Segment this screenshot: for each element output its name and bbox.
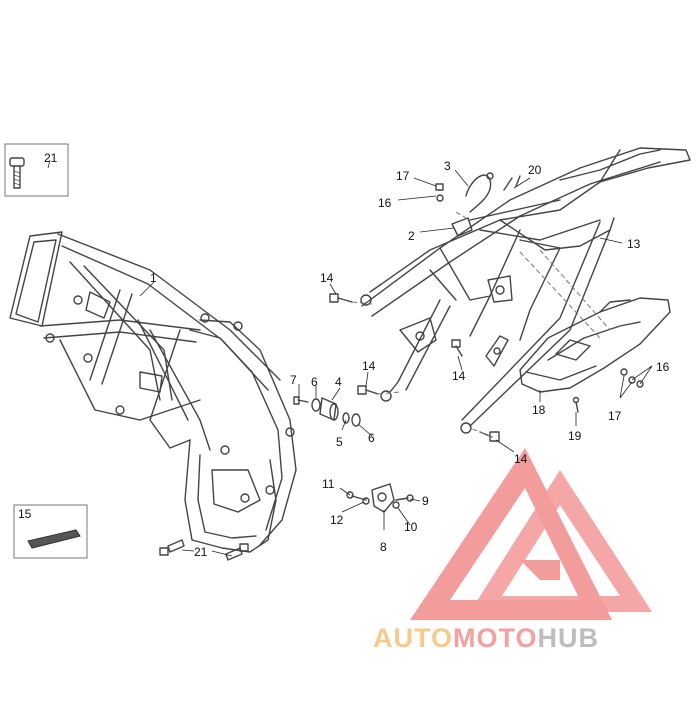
screw-19-icon [572, 396, 580, 413]
screw-20-icon [503, 175, 521, 191]
inset-box-bolt [4, 143, 69, 197]
bracket-8-icon [371, 483, 395, 513]
callout-14-lower: 14 [514, 452, 528, 466]
watermark-moto: MOTO [453, 623, 538, 653]
bracket-plate-icon [485, 335, 509, 367]
callout-15: 15 [18, 507, 32, 521]
rear-subframe [360, 147, 691, 434]
callout-3: 3 [444, 159, 451, 173]
frame-bolt-right-icon [225, 543, 249, 561]
assembly-dashed-lines [351, 211, 611, 438]
callout-14-right: 14 [452, 369, 466, 383]
callout-14-upper: 14 [320, 271, 334, 285]
main-frame [9, 231, 297, 553]
nut-6-icon [351, 413, 361, 427]
callout-4: 4 [335, 375, 342, 389]
callout-14-mid: 14 [362, 359, 376, 373]
callout-21-box: 21 [44, 151, 58, 165]
callout-6-upper: 6 [311, 375, 318, 389]
bolt-14-mid-icon [357, 385, 379, 395]
callout-18: 18 [532, 403, 546, 417]
leader-lines [47, 159, 653, 557]
foam-pad-icon [27, 529, 81, 549]
washer-5-icon [342, 412, 350, 424]
callout-11: 11 [322, 477, 335, 491]
callout-8: 8 [380, 540, 387, 554]
watermark-auto: AUTO [373, 623, 453, 653]
callout-7: 7 [290, 373, 297, 387]
callout-20: 20 [528, 163, 542, 177]
callout-13: 13 [627, 237, 641, 251]
callout-1: 1 [150, 271, 157, 285]
callout-2: 2 [408, 229, 415, 243]
callout-5: 5 [336, 435, 343, 449]
bushing-6-icon [311, 398, 321, 412]
rear-tray-18 [519, 297, 671, 393]
callout-17-top: 17 [396, 169, 410, 183]
callout-21-frame: 21 [194, 545, 208, 559]
callout-19: 19 [568, 429, 582, 443]
spacer-4-icon [319, 397, 339, 421]
callout-16-right: 16 [656, 360, 670, 374]
washer-16-top-icon [436, 194, 444, 202]
bolt-icon [9, 157, 25, 189]
cable-3-icon [465, 172, 494, 213]
callout-9: 9 [422, 494, 429, 508]
mount-bolt-7-icon [293, 396, 309, 405]
callout-numbers: 1 21 2 3 4 5 6 6 7 8 9 10 11 12 13 14 14… [18, 151, 670, 559]
watermark-hub: HUB [538, 623, 600, 653]
callout-16-top: 16 [378, 196, 392, 210]
washer-10-icon [392, 501, 400, 509]
callout-12: 12 [330, 513, 344, 527]
washer-12-icon [362, 497, 370, 505]
watermark-text: AUTOMOTOHUB [373, 623, 599, 653]
screw-9-icon [395, 494, 414, 502]
watermark-logo [410, 448, 652, 620]
fasteners-16-17-icon [620, 368, 644, 388]
callout-17-right: 17 [608, 409, 622, 423]
frame-bolt-left-icon [159, 539, 185, 556]
svg-text:AUTOMOTOHUB: AUTOMOTOHUB [373, 623, 599, 653]
clamp-2-icon [451, 217, 473, 237]
bolt-14-upper-icon [329, 293, 353, 303]
nut-17-top-icon [435, 183, 444, 191]
bolt-14-right-icon [451, 339, 463, 357]
callout-6-lower: 6 [368, 431, 375, 445]
callout-10: 10 [404, 520, 418, 534]
inset-box-pad [13, 504, 88, 559]
